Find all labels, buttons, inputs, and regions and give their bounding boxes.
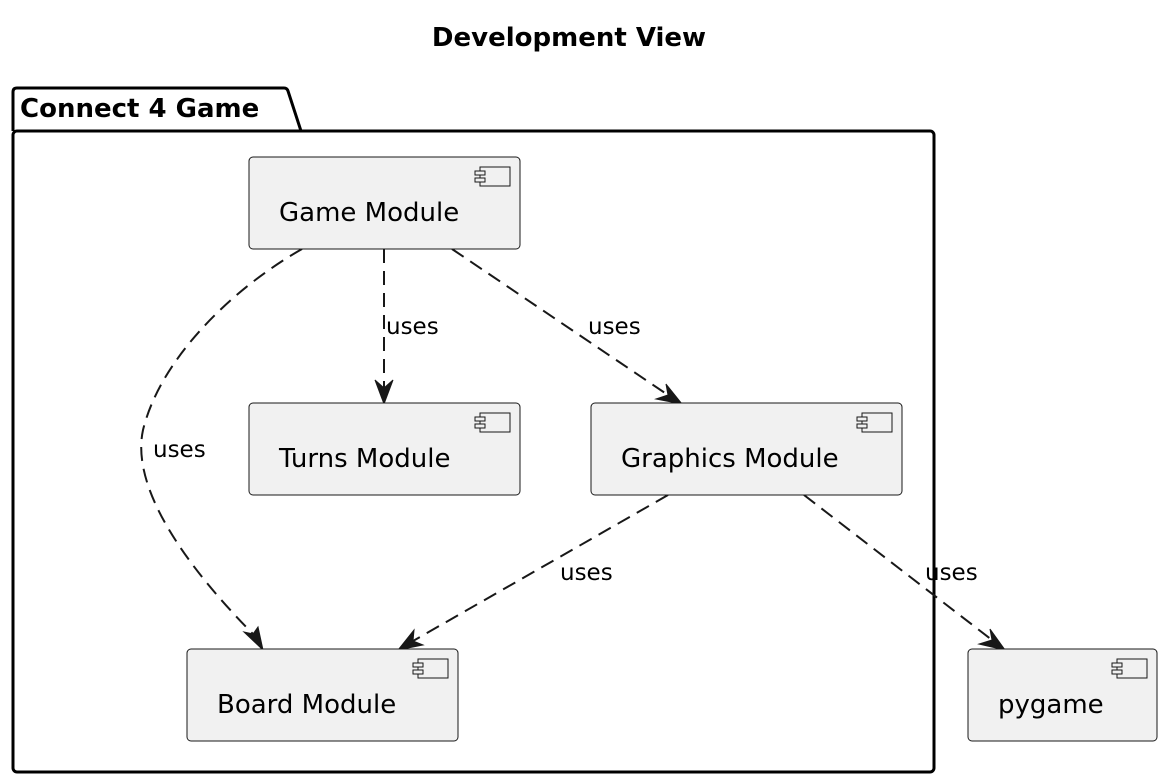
component-label: Graphics Module xyxy=(621,444,839,474)
component-game-module[interactable]: Game Module xyxy=(248,156,521,250)
component-label: Turns Module xyxy=(278,444,450,474)
package-label: Connect 4 Game xyxy=(20,94,259,124)
component-box xyxy=(590,402,903,496)
arrowhead-game-turns xyxy=(374,379,394,406)
package-connect-4-game: Connect 4 Game xyxy=(11,86,936,774)
component-icon xyxy=(474,166,511,187)
arrowhead-game-graphics xyxy=(654,383,684,405)
component-box xyxy=(186,648,459,742)
arrowhead-graphics-board xyxy=(396,628,425,651)
edge-game-board xyxy=(140,248,303,635)
edge-label-graphics-board: uses xyxy=(560,560,613,586)
arrowhead-graphics-pygame xyxy=(977,628,1007,651)
component-label: pygame xyxy=(998,690,1104,720)
edge-graphics-board xyxy=(412,494,669,642)
edge-graphics-pygame xyxy=(803,494,993,641)
package-tab xyxy=(11,86,303,132)
component-box xyxy=(248,156,521,250)
component-label: Game Module xyxy=(279,198,459,228)
component-board-module[interactable]: Board Module xyxy=(186,648,459,742)
edges: uses uses uses uses uses xyxy=(140,248,1007,652)
component-icon xyxy=(412,658,449,679)
edge-label-game-board: uses xyxy=(153,437,206,463)
edge-label-game-graphics: uses xyxy=(588,314,641,340)
component-icon xyxy=(474,412,511,433)
component-box xyxy=(248,402,521,496)
edge-label-graphics-pygame: uses xyxy=(925,560,978,586)
edge-label-game-turns: uses xyxy=(386,314,439,340)
package-body xyxy=(11,129,936,774)
diagram-title: Development View xyxy=(432,23,706,53)
component-pygame[interactable]: pygame xyxy=(967,648,1158,742)
arrowhead-game-board xyxy=(242,625,264,652)
component-graphics-module[interactable]: Graphics Module xyxy=(590,402,903,496)
component-icon xyxy=(1111,658,1148,679)
component-turns-module[interactable]: Turns Module xyxy=(248,402,521,496)
component-icon xyxy=(856,412,893,433)
component-label: Board Module xyxy=(217,690,396,720)
component-box xyxy=(967,648,1158,742)
